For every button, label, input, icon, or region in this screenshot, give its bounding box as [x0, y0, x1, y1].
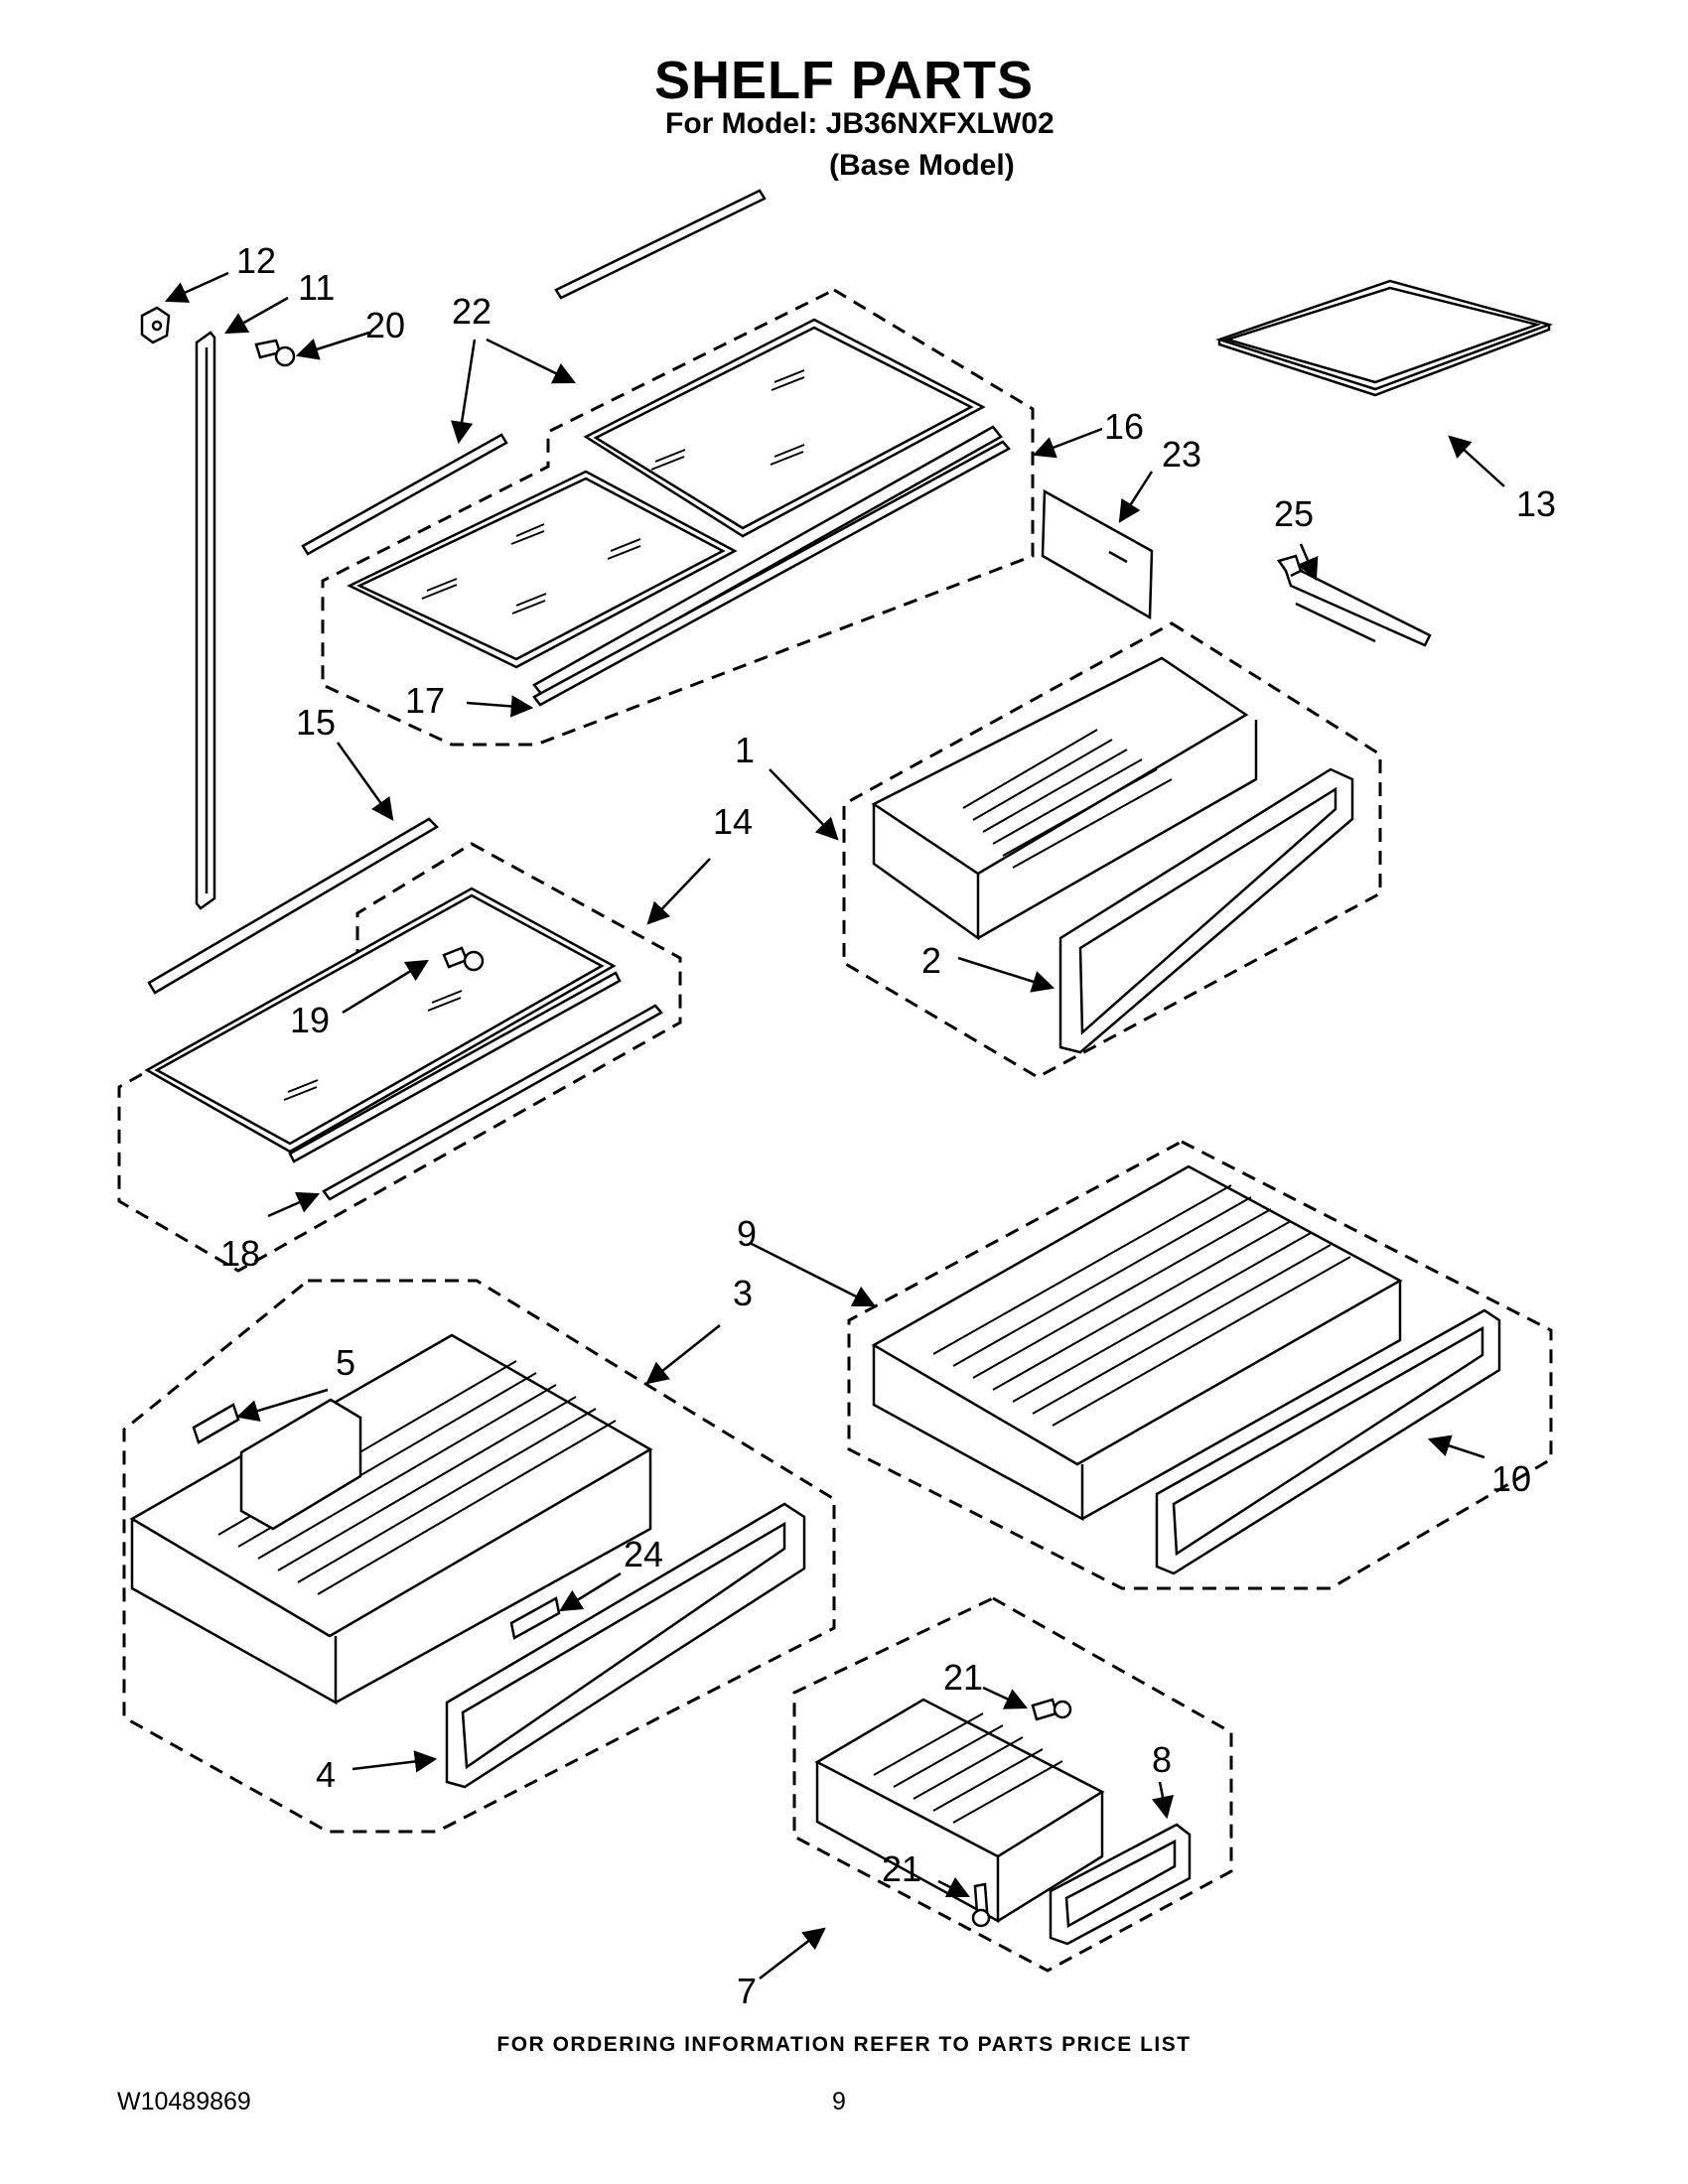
callout-21-upper: 21: [943, 1657, 983, 1698]
callout-15: 15: [296, 702, 336, 743]
part-9-drawer: [871, 1164, 1403, 1522]
callout-14: 14: [713, 801, 753, 842]
part-23-divider: [1041, 488, 1154, 620]
part-10-drawer-front: [1155, 1308, 1501, 1575]
callout-25: 25: [1274, 493, 1314, 534]
part-11-vertical-rail: [195, 331, 216, 910]
callout-12: 12: [236, 240, 276, 281]
callout-1: 1: [735, 730, 755, 770]
callout-17: 17: [405, 680, 445, 721]
group-outline-16: [321, 288, 1035, 747]
part-8-drawer-front: [1049, 1823, 1192, 1946]
ordering-note: FOR ORDERING INFORMATION REFER TO PARTS …: [496, 2033, 1192, 2056]
part-22-shelf-rails: [301, 189, 767, 556]
callout-19: 19: [290, 1000, 330, 1040]
part-21-screw-lower: [971, 1882, 991, 1928]
callout-5: 5: [336, 1342, 355, 1383]
part-12-clip: [140, 306, 171, 344]
callout-10: 10: [1491, 1458, 1531, 1499]
callout-9: 9: [737, 1213, 757, 1254]
part-3-drawer: [129, 1333, 653, 1706]
callout-16: 16: [1104, 406, 1144, 447]
callout-2: 2: [921, 940, 941, 981]
part-20-screw: [254, 339, 296, 367]
group-outline-7: [792, 1596, 1233, 1973]
callout-23: 23: [1162, 434, 1201, 475]
base-model-line: (Base Model): [829, 149, 1015, 182]
part-21-screw-upper: [1031, 1698, 1072, 1721]
part-5-clip: [192, 1403, 240, 1444]
part-24-label: [509, 1596, 561, 1640]
group-outline-3: [122, 1279, 836, 1834]
part-15-shelf-rail: [147, 817, 440, 995]
callout-21-lower: 21: [882, 1848, 921, 1889]
callout-7: 7: [737, 1971, 757, 2011]
callout-18: 18: [220, 1233, 260, 1274]
part-14-glass-shelf: [144, 887, 622, 1163]
page-number: 9: [832, 2088, 846, 2116]
page-title: SHELF PARTS: [653, 51, 1034, 110]
callout-11: 11: [298, 267, 335, 308]
callout-24: 24: [624, 1534, 663, 1574]
model-line: For Model: JB36NXFXLW02: [665, 107, 1055, 140]
part-13-glass-shelf: [1215, 279, 1554, 397]
part-18-trim: [322, 1004, 663, 1201]
part-25-bracket: [1276, 554, 1432, 647]
callout-labels: 12 11 20 22 16 23 25 13 17 15 14 1 2 19 …: [220, 240, 1556, 2011]
part-7-drawer: [814, 1698, 1105, 1924]
document-number: W10489869: [117, 2088, 251, 2116]
part-16-double-glass-shelf: [347, 318, 1003, 697]
callout-22: 22: [452, 291, 492, 332]
callout-4: 4: [316, 1754, 336, 1795]
part-17-trim: [532, 440, 1011, 707]
leader-arrows: [164, 271, 1505, 1979]
group-outline-14: [117, 842, 682, 1273]
callout-13: 13: [1516, 483, 1556, 524]
callout-20: 20: [365, 305, 405, 345]
part-19-screw: [442, 946, 485, 972]
part-1-drawer: [871, 656, 1258, 941]
callout-8: 8: [1152, 1739, 1172, 1780]
callout-3: 3: [733, 1273, 753, 1313]
part-2-drawer-front: [1058, 767, 1354, 1054]
part-4-drawer-front: [445, 1502, 806, 1789]
group-outline-9: [847, 1140, 1553, 1590]
